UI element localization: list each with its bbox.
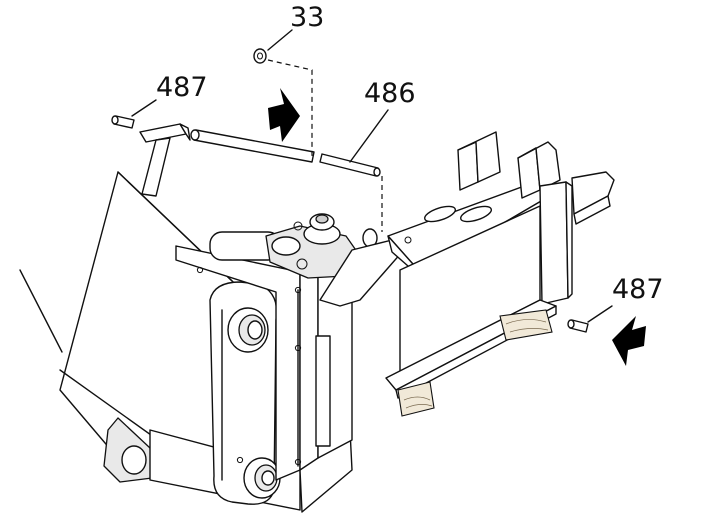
callout-487-left: 487 [156, 72, 208, 103]
pin-487-left [111, 115, 135, 129]
rod-486 [190, 129, 381, 177]
leader-33 [267, 29, 293, 51]
callout-486: 486 [364, 78, 416, 109]
pin-487-right [567, 319, 589, 333]
upper-rail [387, 177, 561, 373]
arrow-icon [268, 88, 300, 142]
arrow-icon [612, 316, 646, 366]
pin-mechanism [209, 213, 403, 307]
uprights [457, 131, 561, 199]
callout-33: 33 [290, 2, 324, 33]
front-bracket [539, 171, 615, 305]
nut-33 [253, 48, 267, 64]
side-plate [209, 281, 281, 505]
assembly-path [267, 59, 313, 156]
leader-487-right [587, 305, 613, 323]
hammer-icon [139, 123, 191, 197]
lower-rail [385, 299, 557, 417]
callout-487-right: 487 [612, 274, 664, 305]
leader-486 [349, 109, 389, 163]
leader-487-left [131, 99, 157, 117]
